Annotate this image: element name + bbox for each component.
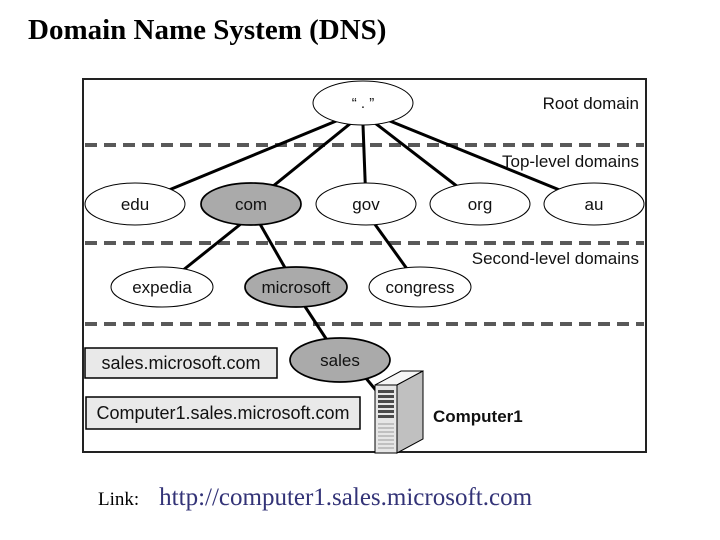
fqdn-box-computer1: Computer1.sales.microsoft.com	[85, 396, 361, 430]
page-title: Domain Name System (DNS)	[28, 14, 387, 46]
node-org: org	[429, 182, 531, 226]
dns-diagram: “ . ” Root domain Top-level domains Seco…	[82, 78, 648, 454]
node-root: “ . ”	[312, 80, 414, 126]
node-congress: congress	[368, 266, 472, 308]
node-sales: sales	[289, 337, 391, 383]
node-gov: gov	[315, 182, 417, 226]
footer: Link: http://computer1.sales.microsoft.c…	[98, 484, 532, 512]
row-label-root-domain: Root domain	[543, 94, 639, 113]
dns-tree-svg: “ . ” Root domain Top-level domains Seco…	[82, 78, 647, 454]
fqdn-box-sales-label: sales.microsoft.com	[101, 353, 260, 373]
node-au: au	[543, 182, 645, 226]
fqdn-box-computer1-label: Computer1.sales.microsoft.com	[96, 403, 349, 423]
computer-tower-icon	[374, 370, 424, 454]
node-microsoft-label: microsoft	[262, 278, 331, 297]
node-com: com	[200, 182, 302, 226]
fqdn-box-sales: sales.microsoft.com	[84, 347, 278, 379]
row-label-top-level: Top-level domains	[502, 152, 639, 171]
node-sales-label: sales	[320, 351, 360, 370]
node-root-label: “ . ”	[352, 95, 375, 112]
node-expedia: expedia	[110, 266, 214, 308]
node-congress-label: congress	[386, 278, 455, 297]
row-label-second-level: Second-level domains	[472, 249, 639, 268]
computer1-label: Computer1	[433, 407, 523, 426]
node-edu-label: edu	[121, 195, 149, 214]
node-microsoft: microsoft	[244, 266, 348, 308]
node-edu: edu	[84, 182, 186, 226]
node-expedia-label: expedia	[132, 278, 192, 297]
node-org-label: org	[468, 195, 493, 214]
link-url[interactable]: http://computer1.sales.microsoft.com	[159, 484, 533, 511]
node-gov-label: gov	[352, 195, 380, 214]
link-label: Link:	[98, 489, 140, 510]
node-au-label: au	[585, 195, 604, 214]
node-com-label: com	[235, 195, 267, 214]
